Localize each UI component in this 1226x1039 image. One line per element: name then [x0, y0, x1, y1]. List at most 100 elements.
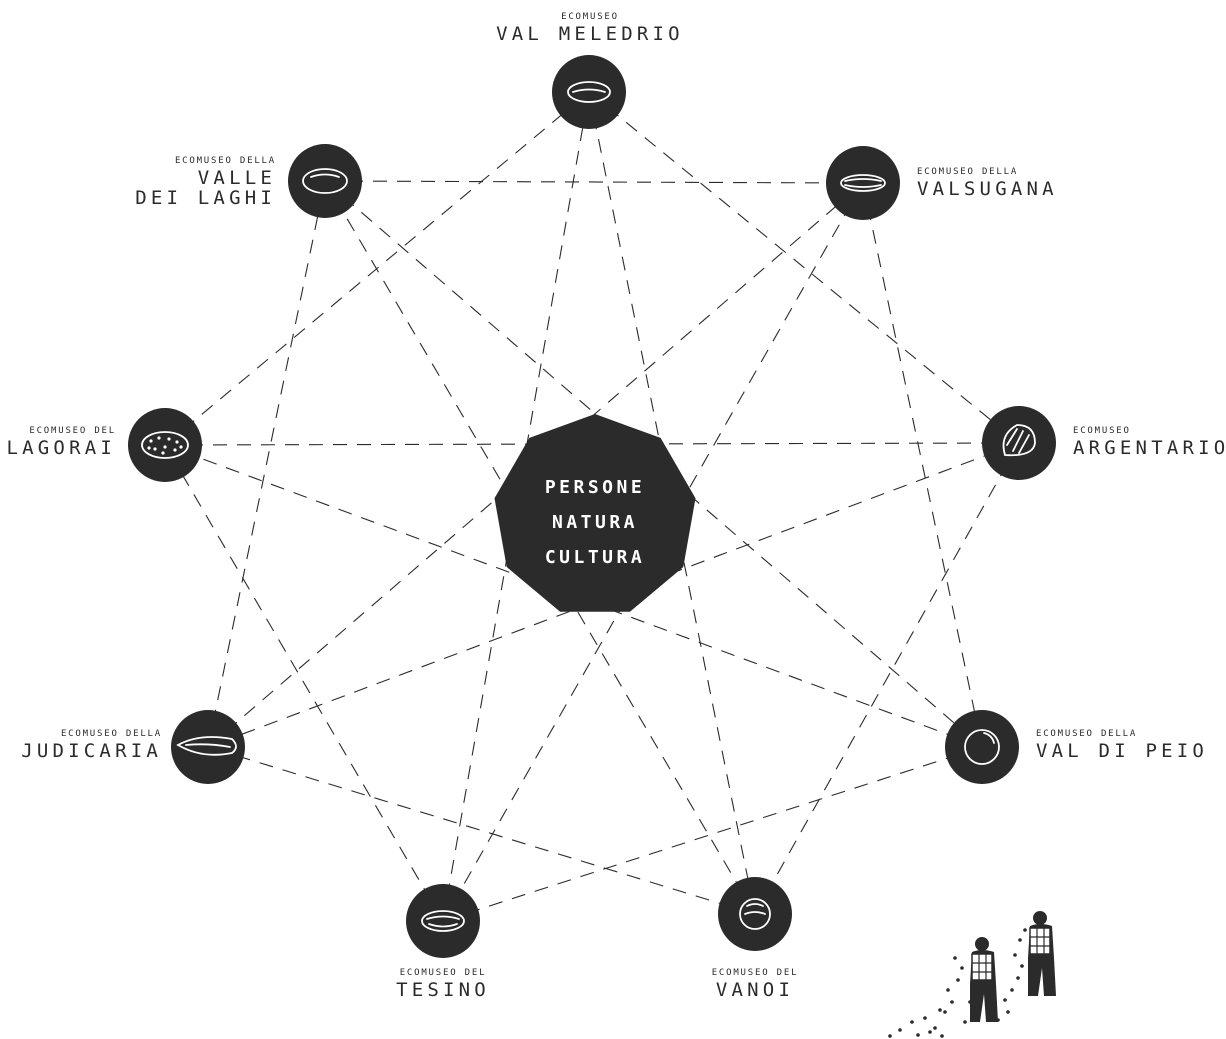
seed-dot	[996, 1018, 1000, 1022]
connection-line	[754, 442, 1020, 915]
label-vanoi: ECOMUSEO DEL VANOI	[655, 969, 855, 1000]
almond-seed-icon	[567, 81, 611, 103]
label-prefix: ECOMUSEO	[1073, 426, 1131, 436]
label-name: TESINO	[396, 979, 490, 1001]
node-circle	[982, 406, 1056, 480]
node-val-di-peio	[945, 710, 1019, 784]
bean-seed-icon	[840, 174, 886, 192]
label-val-di-peio: ECOMUSEO DELLA VAL DI PEIO	[1036, 730, 1208, 761]
seed-dot	[968, 1000, 972, 1004]
seed-dot	[933, 1026, 937, 1030]
label-prefix: ECOMUSEO DELLA	[174, 156, 276, 166]
walking-people-illustration-icon	[888, 911, 1056, 1038]
node-circle	[718, 877, 792, 951]
node-circle	[288, 144, 362, 218]
connection-line	[324, 180, 864, 184]
seed-dot	[923, 1016, 927, 1020]
round-seed-icon	[964, 729, 1000, 765]
striped-seed-icon	[421, 910, 465, 932]
pea-seed-icon	[739, 898, 771, 930]
speckled-seed-icon	[141, 431, 189, 459]
label-prefix: ECOMUSEO DEL	[399, 968, 487, 978]
seed-dot	[1016, 976, 1020, 980]
node-circle	[552, 55, 626, 129]
seed-dot	[1023, 928, 1027, 932]
center-nonagon	[494, 414, 696, 612]
center-line-cultura: CULTURA	[544, 547, 646, 568]
seed-dot	[1013, 953, 1017, 957]
connection-line	[862, 182, 983, 748]
seed-dot	[1020, 964, 1024, 968]
connection-line	[207, 180, 326, 748]
label-name: VAL MELEDRIO	[496, 23, 684, 45]
seed-dot	[946, 988, 950, 992]
node-circle	[406, 884, 480, 958]
label-name: VALLE	[197, 167, 276, 189]
node-argentario	[982, 406, 1056, 480]
label-val-meledrio: ECOMUSEO VAL MELEDRIO	[470, 13, 710, 44]
label-prefix: ECOMUSEO DELLA	[60, 729, 162, 739]
oval-seed-icon	[302, 168, 348, 194]
seed-dot	[950, 1000, 954, 1004]
long-seed-icon	[176, 736, 237, 756]
seed-dot	[1018, 938, 1022, 942]
seed-dot	[928, 1030, 932, 1034]
connection-line	[164, 91, 590, 446]
center-line-natura: NATURA	[551, 512, 639, 533]
seed-dot	[963, 1020, 967, 1024]
seed-dot	[1010, 988, 1014, 992]
seed-dot	[953, 956, 957, 960]
label-name: VANOI	[715, 979, 795, 1001]
label-tesino: ECOMUSEO DEL TESINO	[343, 969, 543, 1000]
seed-dot	[1003, 998, 1007, 1002]
seed-dot	[910, 1020, 914, 1024]
label-name-line-2: DEI LAGHI	[135, 187, 276, 209]
node-tesino	[406, 884, 480, 958]
label-prefix: ECOMUSEO DEL	[29, 426, 116, 436]
label-name: VALSUGANA	[917, 178, 1058, 200]
node-circle	[945, 710, 1019, 784]
seed-dot	[888, 1034, 892, 1038]
connection-line	[442, 182, 864, 922]
label-prefix: ECOMUSEO DELLA	[917, 167, 1019, 177]
connection-line	[207, 746, 756, 915]
label-prefix: ECOMUSEO DELLA	[1036, 729, 1138, 739]
seed-dot	[938, 1008, 942, 1012]
node-circle	[171, 710, 245, 784]
node-lagorai	[128, 408, 202, 482]
label-valle-dei-laghi: ECOMUSEO DELLA VALLE DEI LAGHI	[135, 157, 276, 208]
node-judicaria	[171, 710, 245, 784]
walker-figure	[970, 937, 998, 1022]
walker-figure	[1028, 911, 1056, 996]
node-circle	[128, 408, 202, 482]
seed-dot	[960, 966, 964, 970]
label-name: LAGORAI	[6, 437, 116, 459]
connection-line	[164, 444, 444, 922]
label-argentario: ECOMUSEO ARGENTARIO	[1073, 427, 1226, 458]
label-name: VAL DI PEIO	[1036, 740, 1209, 762]
label-name: ARGENTARIO	[1073, 437, 1226, 459]
label-prefix: ECOMUSEO DEL	[711, 968, 799, 978]
node-val-meledrio	[552, 55, 626, 129]
label-judicaria: ECOMUSEO DELLA JUDICARIA	[21, 730, 162, 761]
node-vanoi	[718, 877, 792, 951]
label-prefix: ECOMUSEO	[561, 12, 619, 22]
center-line-persone: PERSONE	[544, 477, 646, 498]
seed-dot	[898, 1028, 902, 1032]
node-circle	[826, 146, 900, 220]
seed-dot	[940, 1034, 944, 1038]
seed-dot	[1006, 1010, 1010, 1014]
label-valsugana: ECOMUSEO DELLA VALSUGANA	[917, 168, 1058, 199]
seed-dot	[956, 978, 960, 982]
node-valsugana	[826, 146, 900, 220]
node-valle-dei-laghi	[288, 144, 362, 218]
connection-line	[324, 180, 756, 915]
label-name: JUDICARIA	[21, 740, 162, 762]
seed-dot	[916, 1033, 920, 1037]
connection-line	[442, 746, 983, 922]
seed-dot	[943, 1010, 947, 1014]
shell-seed-icon	[1002, 424, 1036, 457]
label-lagorai: ECOMUSEO DEL LAGORAI	[7, 427, 116, 458]
connection-line	[588, 91, 1020, 444]
center-label: PERSONE NATURA CULTURA	[497, 470, 693, 575]
